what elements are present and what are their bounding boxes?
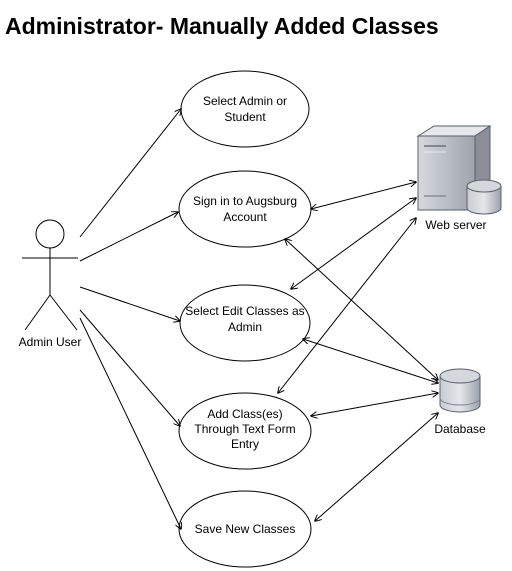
diagram-title: Administrator- Manually Added Classes	[5, 13, 439, 39]
use-case-label: Add Class(es)	[207, 407, 282, 421]
actor-associations	[79, 109, 181, 529]
connection-arrow	[311, 393, 438, 416]
server-icon	[416, 125, 502, 215]
server-db-icon	[466, 179, 502, 215]
use-case-label: Student	[224, 110, 266, 124]
use-case-label: Entry	[231, 437, 259, 451]
connection-arrow	[303, 339, 438, 383]
connection-arrow	[315, 413, 438, 521]
use-case-add-classes[interactable]: Add Class(es) Through Text Form Entry	[178, 392, 312, 470]
database-icon	[439, 368, 481, 413]
actor-right-leg	[49, 294, 78, 331]
actor-head	[35, 219, 65, 249]
database-label: Database	[434, 422, 486, 436]
association-arrow	[79, 317, 181, 529]
actor-left-leg	[24, 294, 51, 331]
use-case-label: Select Edit Classes as	[185, 304, 304, 318]
system-connections	[278, 182, 438, 521]
use-case-label: Sign in to Augsburg	[193, 194, 297, 208]
association-arrow	[79, 109, 181, 238]
use-case-save-new-classes[interactable]: Save New Classes	[178, 490, 312, 568]
use-case-label: Through Text Form	[194, 422, 295, 436]
association-arrow	[79, 212, 178, 262]
connection-arrow	[285, 239, 438, 380]
web-server-label: Web server	[425, 218, 486, 232]
use-case-select-admin-or-student[interactable]: Select Admin or Student	[180, 70, 310, 148]
use-case-label: Admin	[228, 320, 262, 334]
use-case-label: Account	[223, 210, 267, 224]
use-case-sign-in[interactable]: Sign in to Augsburg Account	[178, 170, 312, 248]
admin-user-actor	[22, 219, 78, 331]
association-arrow	[79, 309, 180, 426]
use-case-label: Select Admin or	[203, 94, 287, 108]
use-case-label: Save New Classes	[195, 522, 296, 536]
use-case-select-edit-classes[interactable]: Select Edit Classes as Admin	[179, 284, 311, 362]
actor-label: Admin User	[19, 335, 82, 349]
association-arrow	[79, 286, 180, 321]
connection-arrow	[311, 182, 416, 209]
